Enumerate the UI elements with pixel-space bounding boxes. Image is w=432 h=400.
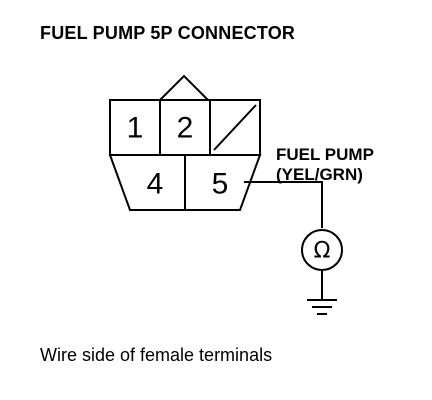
diagram-caption: Wire side of female terminals	[40, 345, 273, 365]
diagram-title: FUEL PUMP 5P CONNECTOR	[40, 23, 296, 43]
pin-2-label: 2	[177, 112, 194, 145]
connector-lower-row	[108, 154, 262, 211]
empty-cavity-slash	[213, 104, 257, 151]
fuel-pump-label: FUEL PUMP	[276, 145, 374, 164]
ground-icon	[307, 299, 337, 315]
pin-1-label: 1	[127, 112, 144, 145]
wire-color-label: (YEL/GRN)	[276, 165, 363, 184]
ohm-symbol: Ω	[314, 239, 331, 264]
connector-lock-tab	[159, 74, 209, 101]
fuel-pump-wire	[244, 181, 323, 228]
pin-5-label: 5	[212, 168, 229, 201]
pin-4-label: 4	[147, 168, 164, 201]
